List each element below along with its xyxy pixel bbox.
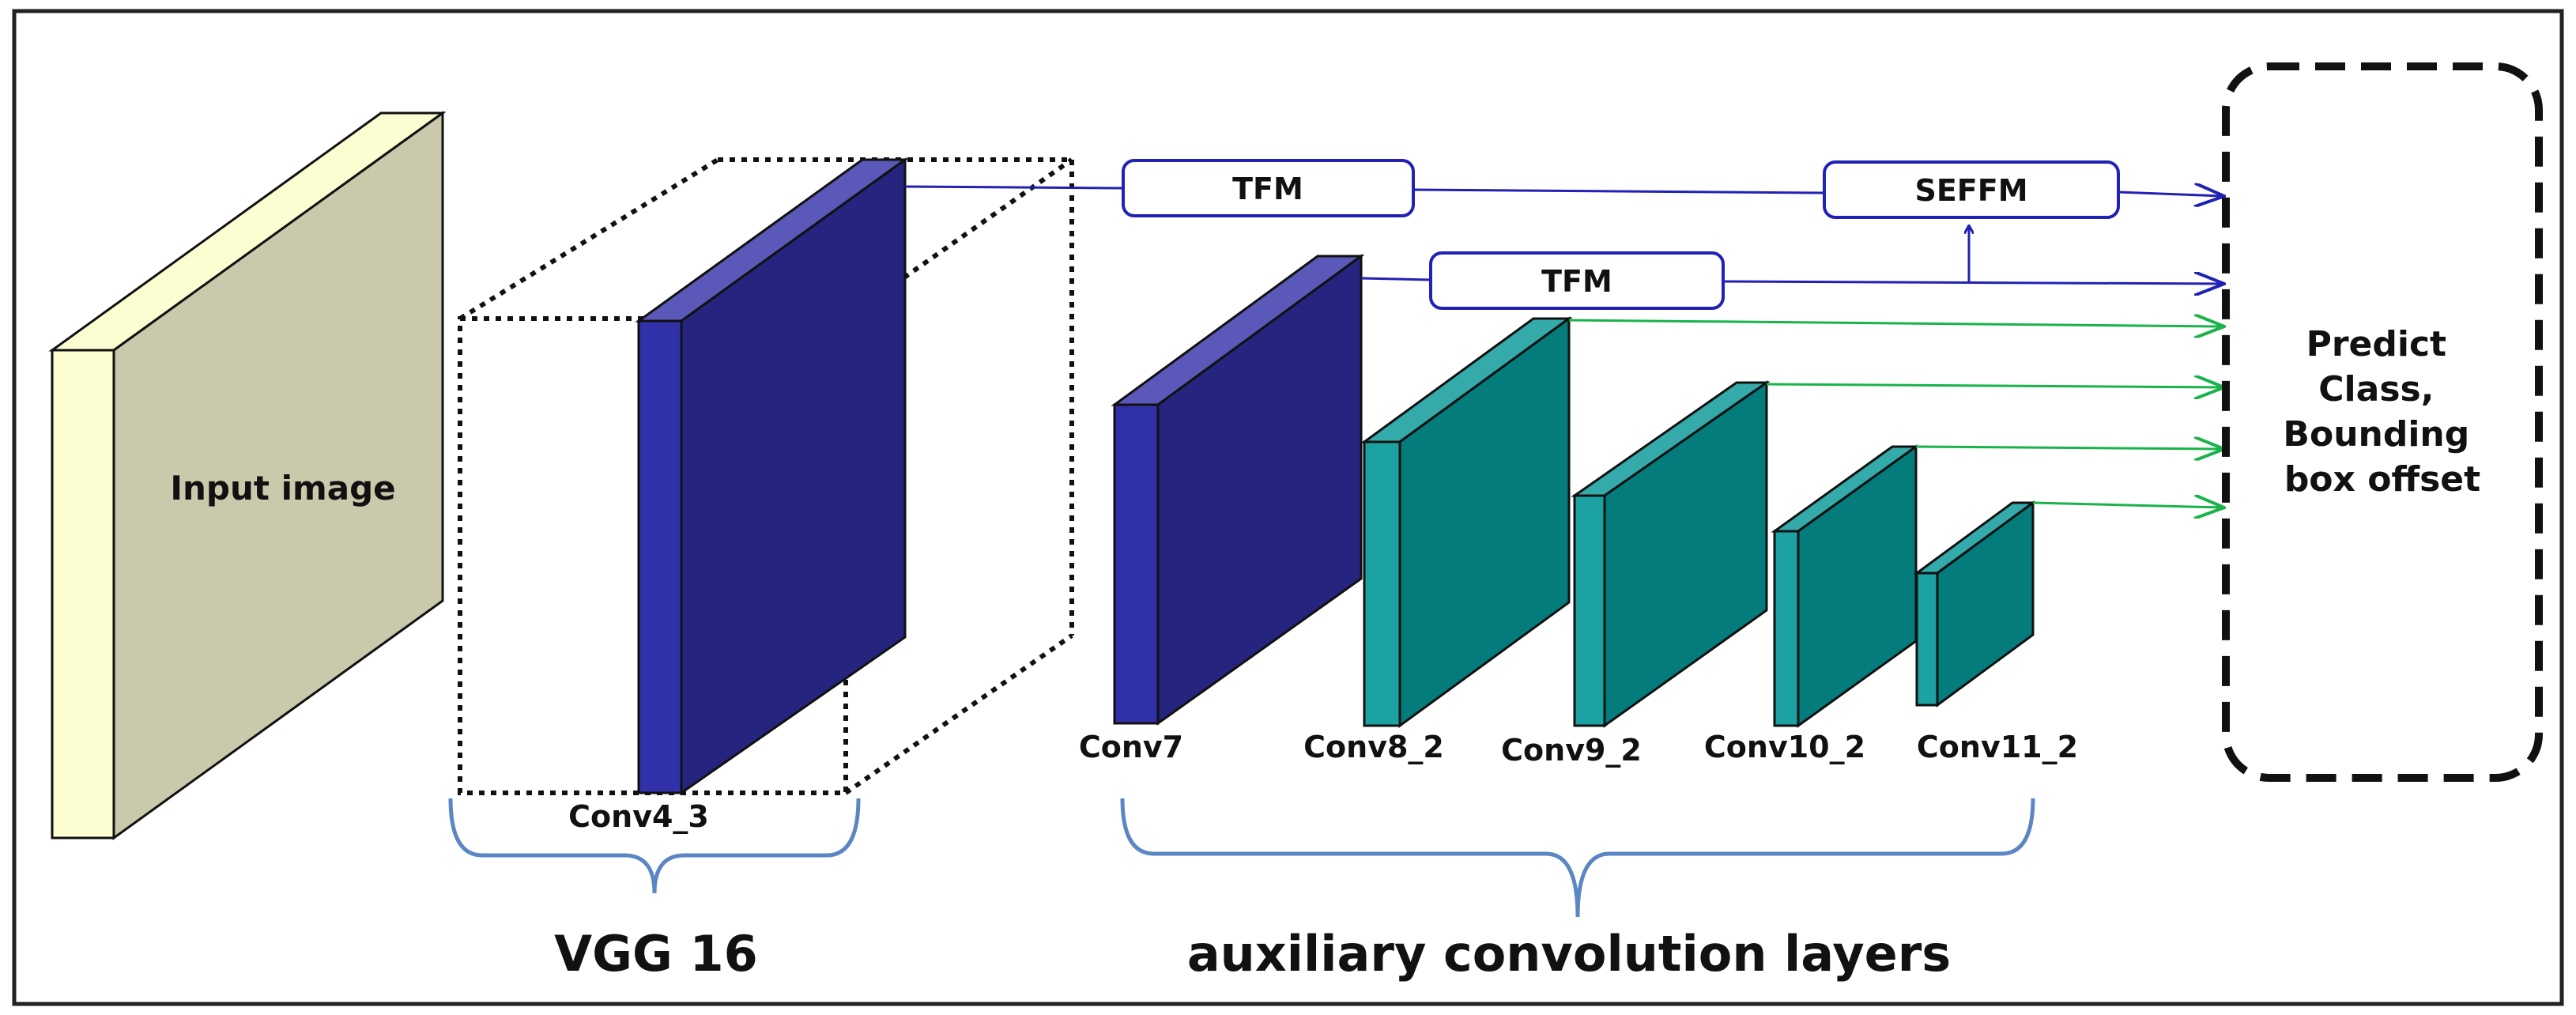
conv4-3-block xyxy=(635,157,909,795)
seffm-label: SEFFM xyxy=(1914,173,2027,208)
conv10-2-label: Conv10_2 xyxy=(1704,730,1865,764)
aux-label: auxiliary convolution layers xyxy=(1187,925,1951,983)
predict-line-2: Class, xyxy=(2318,369,2434,409)
predict-line-1: Predict xyxy=(2306,324,2446,364)
predict-label: Predict Class, Bounding box offset xyxy=(2283,324,2481,500)
conv9-2-label: Conv9_2 xyxy=(1501,733,1642,768)
conv11-2-label: Conv11_2 xyxy=(1917,730,2078,764)
blue-connectors xyxy=(904,187,2223,284)
conv4-3-label: Conv4_3 xyxy=(568,799,709,834)
tfm-mid-box: TFM xyxy=(1429,251,1725,310)
tfm-top-box: TFM xyxy=(1122,159,1415,217)
figure-border xyxy=(12,9,2564,1006)
conv7-block xyxy=(1111,254,1365,726)
conv10-2-block xyxy=(1771,444,1920,728)
green-connectors xyxy=(1568,320,2223,508)
tfm-top-label: TFM xyxy=(1232,172,1303,206)
predict-box: Predict Class, Bounding box offset xyxy=(2222,62,2543,782)
conv8-2-label: Conv8_2 xyxy=(1303,730,1444,764)
vgg-brace xyxy=(448,798,861,894)
vgg-label: VGG 16 xyxy=(554,925,758,983)
predict-line-3: Bounding xyxy=(2283,414,2469,455)
seffm-box: SEFFM xyxy=(1823,160,2120,219)
conv8-2-block xyxy=(1360,316,1573,728)
conv9-2-block xyxy=(1571,380,1771,728)
input-image-label: Input image xyxy=(170,469,395,508)
input-image-block: Input image xyxy=(48,111,447,840)
tfm-mid-label: TFM xyxy=(1541,264,1612,299)
predict-line-4: box offset xyxy=(2284,459,2480,500)
conv11-2-block xyxy=(1913,500,2037,707)
aux-brace xyxy=(1120,798,2035,918)
conv7-label: Conv7 xyxy=(1079,730,1183,764)
